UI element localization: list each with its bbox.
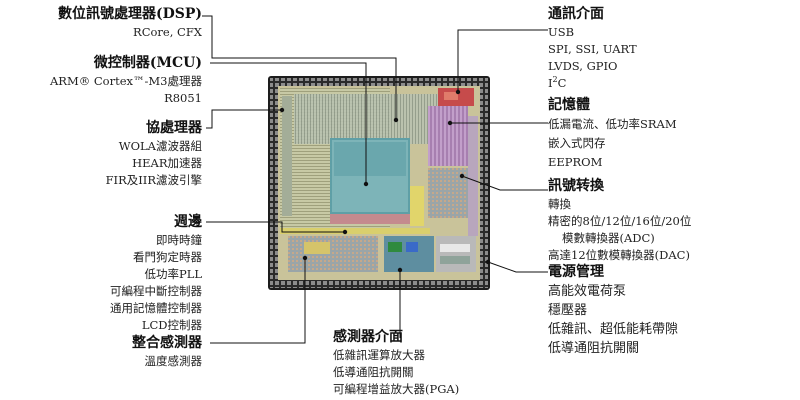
peripherals-item: 可編程中斷控制器 [110, 284, 202, 298]
comm-item: USB [548, 25, 575, 39]
memory-title: 記憶體 [548, 97, 590, 113]
sensor-interface-item: 低導通阻抗開關 [333, 365, 414, 379]
memory-item: EEPROM [548, 155, 603, 169]
coprocessor-title: 協處理器 [146, 120, 202, 136]
coprocessor-block: 協處理器 WOLA濾波器組 HEAR加速器 FIR及IIR濾波引擎 [106, 118, 202, 189]
signal-conv-item: 高達12位數模轉換器(DAC) [548, 248, 690, 262]
comm-block: 通訊介面 USB SPI, SSI, UART LVDS, GPIO I2C [548, 4, 637, 92]
signal-conv-item: 模數轉換器(ADC) [562, 231, 655, 245]
comm-title: 通訊介面 [548, 6, 604, 22]
power-item: 高能效電荷泵 [548, 284, 627, 299]
mcu-title: 微控制器(MCU) [93, 55, 202, 71]
memory-block: 記憶體 低漏電流、低功率SRAM 嵌入式閃存 EEPROM [548, 95, 677, 172]
coprocessor-item: WOLA濾波器組 [118, 139, 202, 153]
sensor-interface-item: 低雜訊運算放大器 [333, 348, 425, 362]
sensors-block: 整合感測器 溫度感測器 [132, 333, 202, 370]
signal-conv-block: 訊號转換 轉換 精密的8位/12位/16位/20位 模數轉換器(ADC) 高達1… [548, 176, 691, 264]
memory-item: 嵌入式閃存 [548, 136, 606, 150]
mcu-item: ARM® Cortex™-M3處理器 [49, 74, 202, 88]
sensor-interface-title: 感測器介面 [333, 329, 403, 345]
signal-conv-item: 轉換 [548, 197, 571, 211]
peripherals-block: 週邊 即時時鐘 看門狗定時器 低功率PLL 可編程中斷控制器 通用記憶體控制器 … [110, 212, 202, 334]
comm-item-i2c: I2C [548, 75, 567, 90]
power-title: 電源管理 [548, 264, 604, 280]
comm-item: SPI, SSI, UART [548, 42, 637, 56]
chip-die-graphic [270, 78, 488, 288]
peripherals-item: 即時時鐘 [156, 233, 202, 247]
sensor-interface-block: 感測器介面 低雜訊運算放大器 低導通阻抗開關 可編程增益放大器(PGA) [333, 327, 459, 398]
mcu-item: R8051 [164, 91, 202, 105]
sensor-interface-item: 可編程增益放大器(PGA) [333, 382, 460, 396]
comm-item: LVDS, GPIO [548, 59, 618, 73]
peripherals-title: 週邊 [174, 214, 202, 230]
chip-die-image [268, 76, 490, 290]
peripherals-item: 低功率PLL [144, 267, 202, 281]
dsp-item: RCore, CFX [133, 25, 202, 39]
mcu-block: 微控制器(MCU) ARM® Cortex™-M3處理器 R8051 [50, 53, 202, 107]
sensors-title: 整合感測器 [132, 335, 202, 351]
memory-item: 低漏電流、低功率SRAM [548, 117, 677, 131]
coprocessor-item: HEAR加速器 [132, 156, 202, 170]
sensors-item: 溫度感測器 [144, 354, 203, 368]
coprocessor-item: FIR及IIR濾波引擎 [105, 173, 202, 187]
power-item: 低導通阻抗開關 [548, 341, 640, 356]
peripherals-item: LCD控制器 [141, 318, 202, 332]
signal-conv-title: 訊號转換 [548, 178, 604, 194]
peripherals-item: 通用記憶體控制器 [110, 301, 202, 315]
power-item: 穩壓器 [548, 303, 588, 318]
peripherals-item: 看門狗定時器 [133, 250, 202, 264]
signal-conv-item: 精密的8位/12位/16位/20位 [548, 214, 692, 228]
dsp-block: 數位訊號處理器(DSP) RCore, CFX [58, 4, 202, 41]
leader-line-power [487, 261, 548, 273]
power-block: 電源管理 高能效電荷泵 穩壓器 低雜訊、超低能耗帶隙 低導通阻抗開關 [548, 262, 678, 358]
dsp-title: 數位訊號處理器(DSP) [57, 6, 202, 22]
power-item: 低雜訊、超低能耗帶隙 [548, 322, 679, 337]
